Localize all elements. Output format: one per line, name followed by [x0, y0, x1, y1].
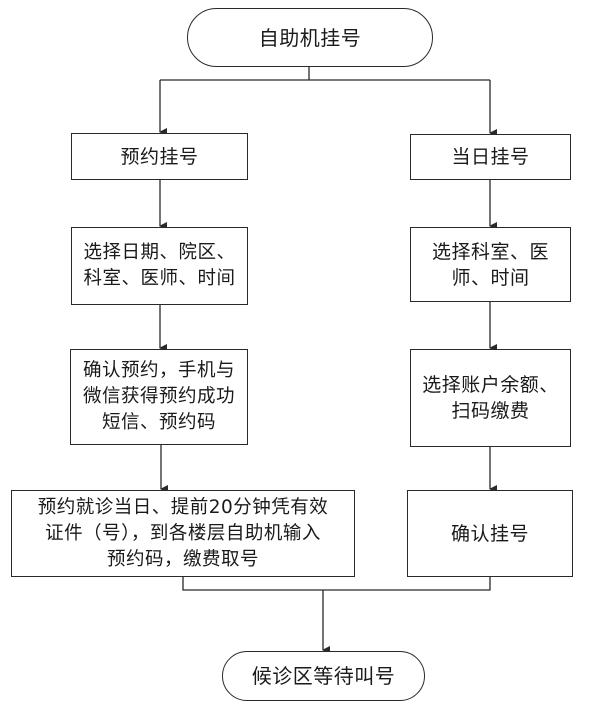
same-day-confirm-label: 确认挂号 [450, 522, 529, 545]
appointment-visit-label: 预约就诊当日、提前20分钟凭有效 证件（号），到各楼层自助机输入 预约码，缴费取… [37, 496, 329, 570]
appointment-confirm-label: 确认预约，手机与 微信获得预约成功 短信、预约码 [82, 360, 235, 433]
appointment-select-label: 选择日期、院区、 科室、医师、时间 [83, 242, 236, 289]
appointment-registration-node: 预约挂号 [71, 133, 248, 180]
same-day-select-node: 选择科室、医 师、时间 [410, 227, 571, 302]
appointment-visit-node: 预约就诊当日、提前20分钟凭有效 证件（号），到各楼层自助机输入 预约码，缴费取… [11, 490, 355, 577]
same-day-payment-label: 选择账户余额、 扫码缴费 [422, 374, 559, 422]
appointment-registration-label: 预约挂号 [120, 145, 199, 168]
appointment-confirm-node: 确认预约，手机与 微信获得预约成功 短信、预约码 [70, 349, 248, 445]
same-day-select-label: 选择科室、医 师、时间 [431, 240, 549, 289]
start-node-label: 自助机挂号 [258, 25, 362, 50]
same-day-registration-label: 当日挂号 [451, 146, 530, 168]
same-day-registration-node: 当日挂号 [410, 134, 571, 180]
same-day-confirm-node: 确认挂号 [407, 490, 573, 577]
edge-merge [182, 577, 491, 591]
edge-start-split [160, 67, 490, 81]
end-node-label: 候诊区等待叫号 [251, 664, 396, 688]
same-day-payment-node: 选择账户余额、 扫码缴费 [410, 349, 571, 447]
appointment-select-node: 选择日期、院区、 科室、医师、时间 [71, 227, 248, 305]
end-node: 候诊区等待叫号 [222, 651, 425, 701]
start-node: 自助机挂号 [187, 8, 433, 67]
